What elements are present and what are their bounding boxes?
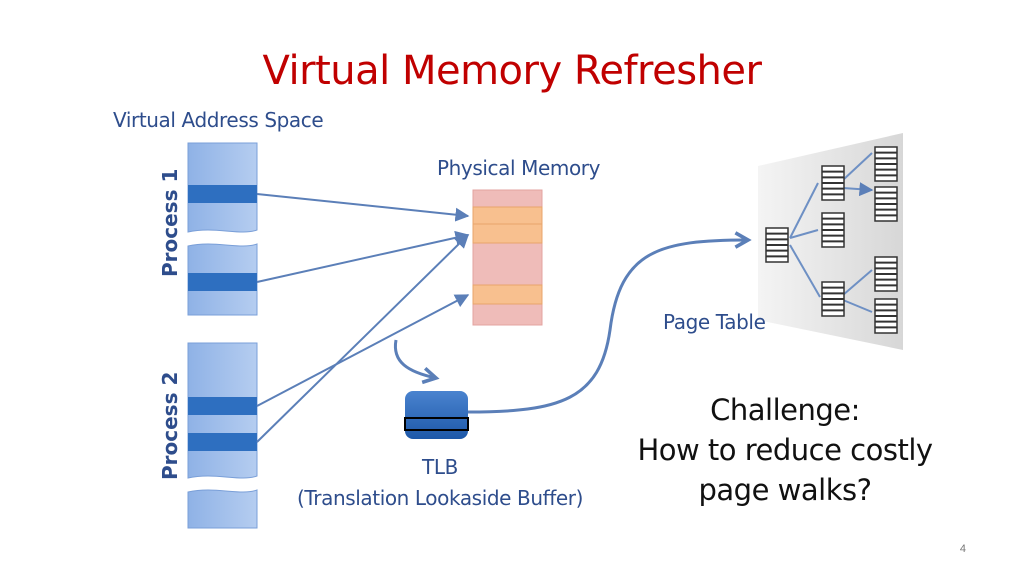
- challenge-line-1: Challenge:: [710, 393, 860, 427]
- challenge-line-2: How to reduce costly: [637, 433, 933, 467]
- page-walk-arrow: [467, 231, 752, 414]
- page-table-node: [874, 298, 898, 334]
- tlb-expanded-label: (Translation Lookaside Buffer): [296, 486, 584, 510]
- page-table-node: [765, 227, 789, 263]
- page-table-label: Page Table: [663, 310, 766, 334]
- process2-address-space: [187, 342, 258, 529]
- page-table-node: [874, 186, 898, 222]
- tlb-caption: TLB (Translation Lookaside Buffer): [270, 452, 610, 514]
- process1-address-space: [187, 142, 258, 316]
- mapping-arrows: [256, 193, 470, 443]
- tlb-label: TLB: [422, 455, 458, 479]
- tlb-icon: [404, 391, 469, 439]
- page-table-node: [874, 256, 898, 292]
- page-table-node: [821, 165, 845, 201]
- page-table-tree: [758, 133, 903, 350]
- physical-memory-label: Physical Memory: [437, 156, 601, 180]
- page-table-node: [821, 212, 845, 248]
- tlb-lookup-arrow: [393, 339, 440, 385]
- page-number: 4: [959, 543, 966, 555]
- challenge-text: Challenge: How to reduce costly page wal…: [620, 390, 950, 510]
- page-table-node: [874, 146, 898, 182]
- virtual-address-space-label: Virtual Address Space: [113, 108, 324, 132]
- page-table-node: [821, 281, 845, 317]
- physical-memory-block: [472, 189, 543, 326]
- slide-title: Virtual Memory Refresher: [262, 48, 762, 94]
- challenge-line-3: page walks?: [698, 473, 873, 507]
- process1-label: Process 1: [158, 168, 182, 277]
- process2-label: Process 2: [158, 371, 182, 480]
